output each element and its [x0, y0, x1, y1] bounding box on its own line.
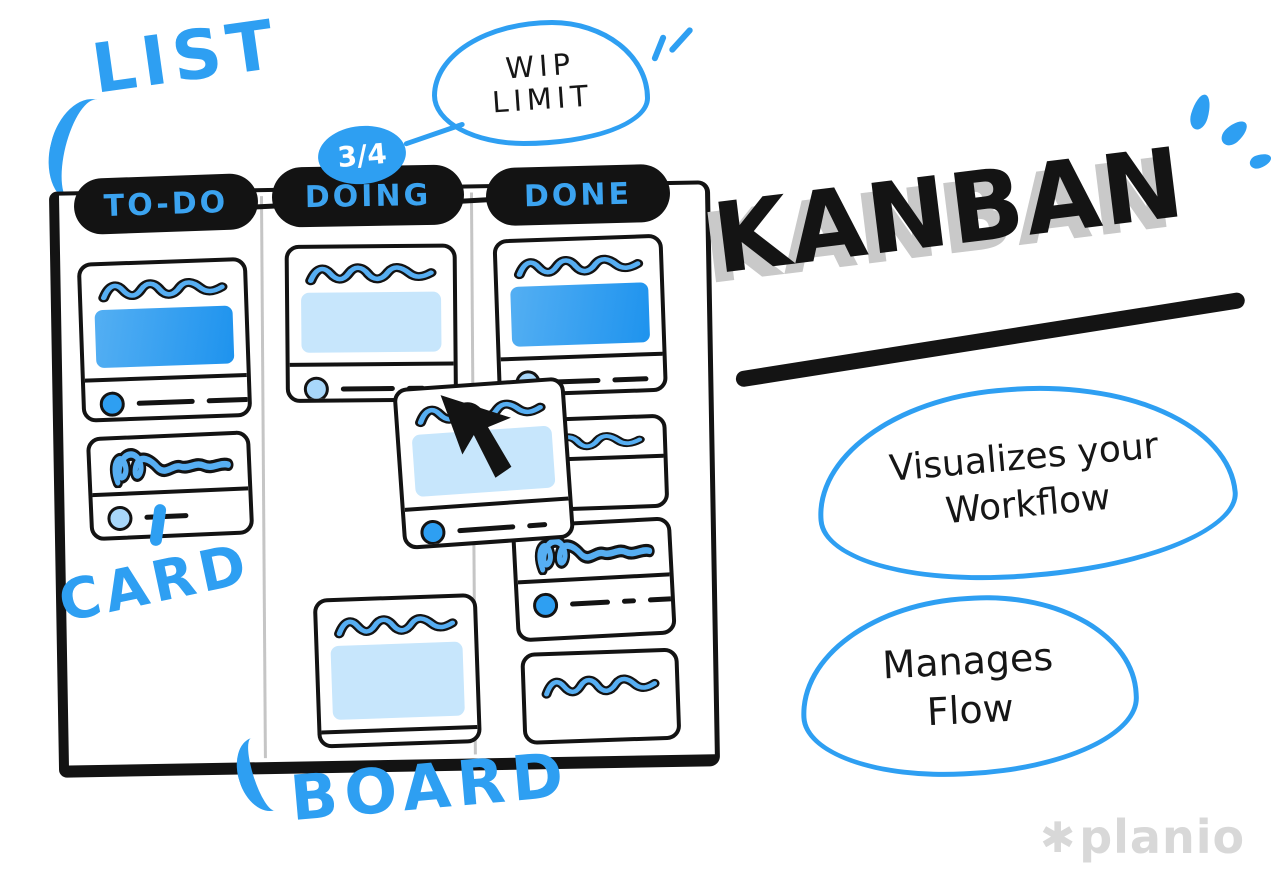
text-dash: [527, 521, 548, 529]
avatar-dot: [532, 592, 559, 619]
scribble-line-icon: [102, 443, 236, 489]
card-footer: [321, 725, 478, 743]
card-image-placeholder: [510, 282, 651, 347]
text-dash: [612, 376, 649, 383]
kanban-title: KANBAN: [707, 125, 1191, 296]
column-pill-done: DONE: [485, 163, 671, 227]
card-footer: [92, 486, 251, 542]
scribble-line-icon: [509, 248, 648, 283]
text-dash: [621, 598, 637, 604]
scribble-line-icon: [537, 668, 664, 702]
avatar-dot: [419, 519, 447, 546]
callout-manages: Manages Flow: [795, 587, 1143, 785]
kanban-card: [284, 243, 458, 403]
dragged-card: [392, 376, 576, 551]
avatar-dot: [303, 376, 329, 402]
asterisk-icon: ✱: [1040, 812, 1077, 862]
text-dash: [569, 599, 611, 607]
kanban-card: [85, 430, 255, 542]
sparkle-icon: [650, 33, 668, 63]
text-dash: [340, 386, 395, 392]
wip-limit-text: WIP LIMIT: [490, 46, 594, 120]
callout-visualizes: Visualizes your Workflow: [808, 368, 1244, 596]
card-footer: [517, 572, 677, 630]
cursor-icon: [440, 395, 512, 478]
text-dash: [136, 398, 195, 406]
board-frame: [48, 180, 721, 778]
title-underline: [734, 291, 1246, 388]
text-dash: [206, 396, 249, 404]
kanban-card: [492, 233, 668, 398]
card-image-placeholder: [94, 305, 235, 369]
scribble-line-icon: [93, 271, 232, 306]
column-pill-todo: TO-DO: [73, 172, 259, 236]
logo-text: planio: [1079, 810, 1246, 864]
card-image-placeholder: [301, 291, 442, 353]
card-footer: [84, 372, 249, 423]
wip-connector-line: [403, 121, 466, 147]
text-dash: [457, 524, 516, 534]
scribble-line-icon: [301, 258, 441, 289]
wip-limit-bubble: WIP LIMIT: [432, 20, 650, 146]
kanban-card: [312, 592, 482, 749]
sparkle-icon: [668, 26, 694, 54]
list-label: LIST: [87, 5, 285, 110]
planio-logo: ✱ planio: [1040, 810, 1245, 864]
text-dash: [144, 512, 189, 520]
sparkle-icon: [1187, 92, 1214, 132]
text-dash: [647, 596, 677, 603]
column-separator: [259, 196, 267, 759]
kanban-card: [520, 647, 682, 745]
avatar-dot: [106, 505, 133, 532]
avatar-dot: [99, 391, 126, 418]
card-image-placeholder: [330, 641, 465, 721]
scribble-line-icon: [329, 608, 462, 643]
kanban-card: [76, 256, 253, 423]
